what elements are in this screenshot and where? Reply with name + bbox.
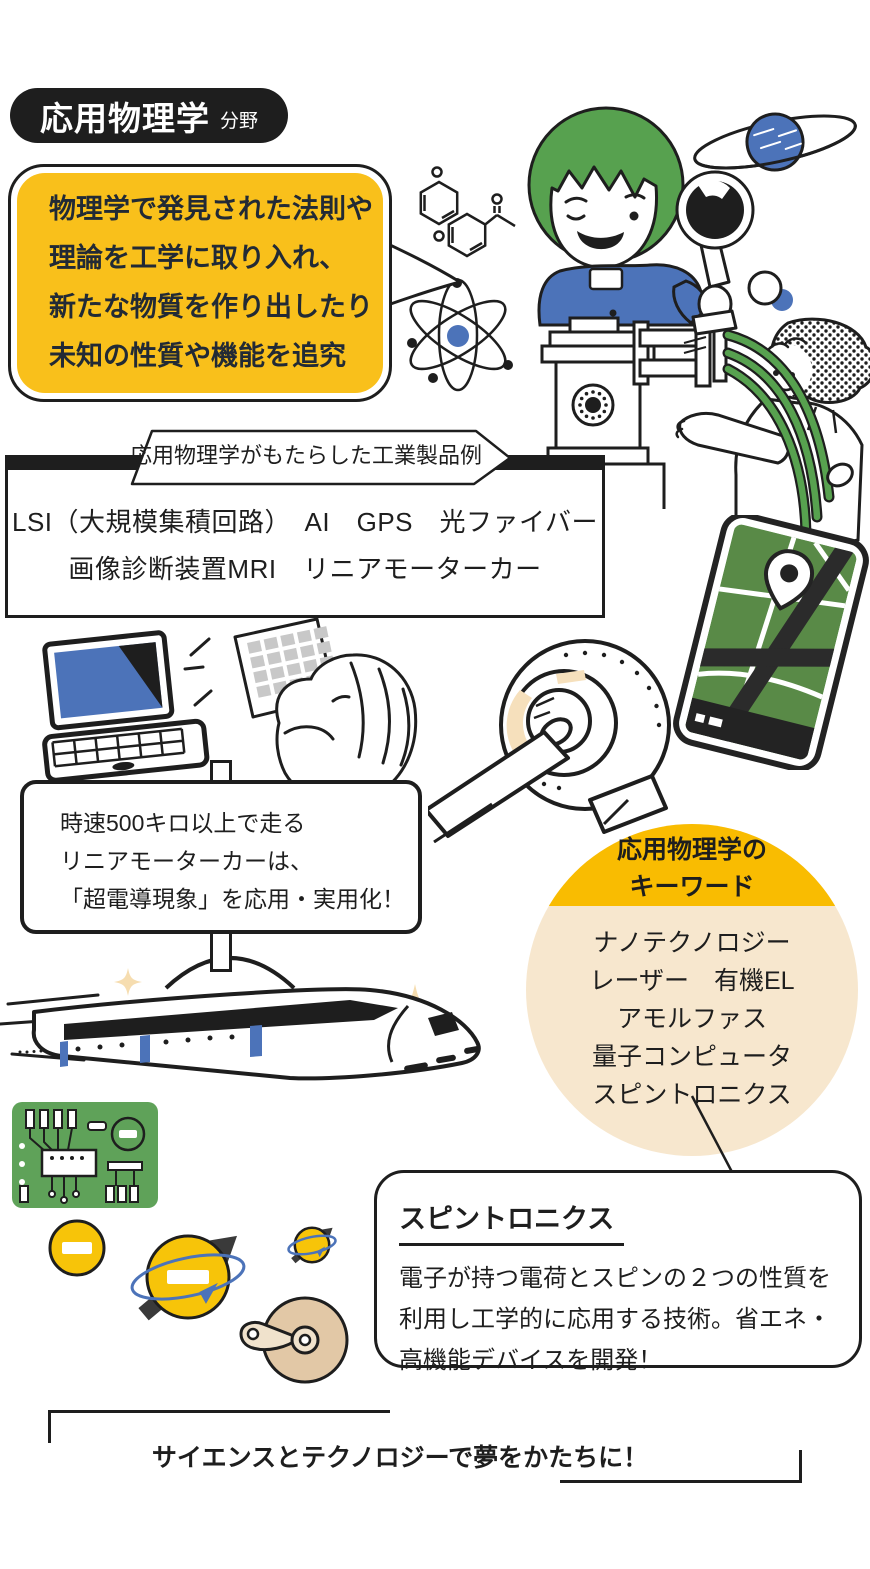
keyword-circle-title-line: 応用物理学の xyxy=(616,836,767,864)
electron-spin-small xyxy=(287,1226,337,1264)
keyword-item: ナノテクノロジー xyxy=(593,929,791,957)
laptop-icon xyxy=(42,630,210,783)
mri-scanner-icon xyxy=(428,639,671,843)
spintronics-body: 電子が持つ電荷とスピンの２つの性質を 利用し工学的に応用する技術。省エネ・ 高機… xyxy=(399,1258,839,1381)
electron-spin-large xyxy=(130,1234,246,1321)
science-hero-illustration xyxy=(407,106,870,547)
hand-with-chip-icon xyxy=(183,617,418,805)
keyword-circle xyxy=(526,824,858,1156)
spintronics-title: スピントロニクス xyxy=(399,1197,625,1246)
keyword-item: 量子コンピュータ xyxy=(591,1043,792,1071)
maglev-note-line: 時速500キロ以上で走る xyxy=(60,810,306,836)
map-phone-icon xyxy=(673,515,869,770)
scientist-with-magnifier xyxy=(527,106,711,327)
products-ribbon: 応用物理学がもたらした工業製品例 xyxy=(106,427,514,487)
maglev-note-line: 「超電導現象」を応用・実用化！ xyxy=(60,886,405,912)
spintronics-body-line: 電子が持つ電荷とスピンの２つの性質を xyxy=(399,1265,831,1292)
keyword-leader-line xyxy=(690,1095,734,1173)
electron-spin-illustration xyxy=(48,1219,349,1384)
intro-line: 理論を工学に取り入れ、 xyxy=(49,243,347,273)
field-badge-title: 応用物理学 xyxy=(39,99,210,137)
saturn-planet-icon xyxy=(693,112,857,172)
footer-message: サイエンスとテクノロジーで夢をかたちに！ xyxy=(151,1444,649,1472)
footer-bracket-bottom-right xyxy=(560,1450,802,1483)
spintronics-card: スピントロニクス 電子が持つ電荷とスピンの２つの性質を 利用し工学的に応用する技… xyxy=(374,1170,862,1374)
field-badge-suffix: 分野 xyxy=(219,110,258,132)
keyword-circle-title: 応用物理学の キーワード xyxy=(520,832,864,906)
keyword-circle-title-line: キーワード xyxy=(629,873,755,901)
keyword-item: スピントロニクス xyxy=(592,1081,792,1109)
maglev-train-icon xyxy=(0,968,481,1081)
lab-machine xyxy=(530,316,728,509)
sign-pole-bottom xyxy=(210,930,232,972)
keyword-list: ナノテクノロジー レーザー 有機EL アモルファス 量子コンピュータ スピントロ… xyxy=(520,924,864,1114)
magnifier-icon xyxy=(675,170,755,336)
field-badge: 応用物理学 分野 xyxy=(10,88,288,143)
products-ribbon-label: 応用物理学がもたらした工業製品例 xyxy=(129,443,482,468)
footer-bracket-top-left xyxy=(48,1410,390,1443)
ribbon-shape xyxy=(130,429,512,486)
spintronics-body-line: 高機能デバイスを開発！ xyxy=(399,1347,663,1374)
cables xyxy=(722,329,835,539)
keyword-item: レーザー 有機EL xyxy=(589,967,795,995)
intro-line: 新たな物質を作り出したり xyxy=(49,292,373,322)
keyword-item: アモルファス xyxy=(616,1005,767,1033)
maglev-note-sign: 時速500キロ以上で走る リニアモーターカーは、 「超電導現象」を応用・実用化！ xyxy=(20,780,422,934)
spintronics-body-line: 利用し工学的に応用する技術。省エネ・ xyxy=(399,1306,831,1333)
intro-speech-bubble-body: 物理学で発見された法則や 理論を工学に取り入れ、 新たな物質を作り出したり 未知… xyxy=(17,173,383,393)
intro-line: 未知の性質や機能を追究 xyxy=(49,341,346,371)
hard-disk-icon xyxy=(239,1296,349,1384)
assistant-hand xyxy=(826,462,854,488)
intro-line: 物理学で発見された法則や xyxy=(49,194,373,224)
products-line: LSI（大規模集積回路） AI GPS 光ファイバー xyxy=(12,506,598,537)
intro-speech-bubble: 物理学で発見された法則や 理論を工学に取り入れ、 新たな物質を作り出したり 未知… xyxy=(8,164,392,402)
products-line: 画像診断装置MRI リニアモーターカー xyxy=(68,553,542,584)
molecule-structures-icon xyxy=(419,166,516,258)
maglev-note-line: リニアモーターカーは、 xyxy=(60,848,313,874)
circuit-board-icon xyxy=(12,1102,158,1208)
